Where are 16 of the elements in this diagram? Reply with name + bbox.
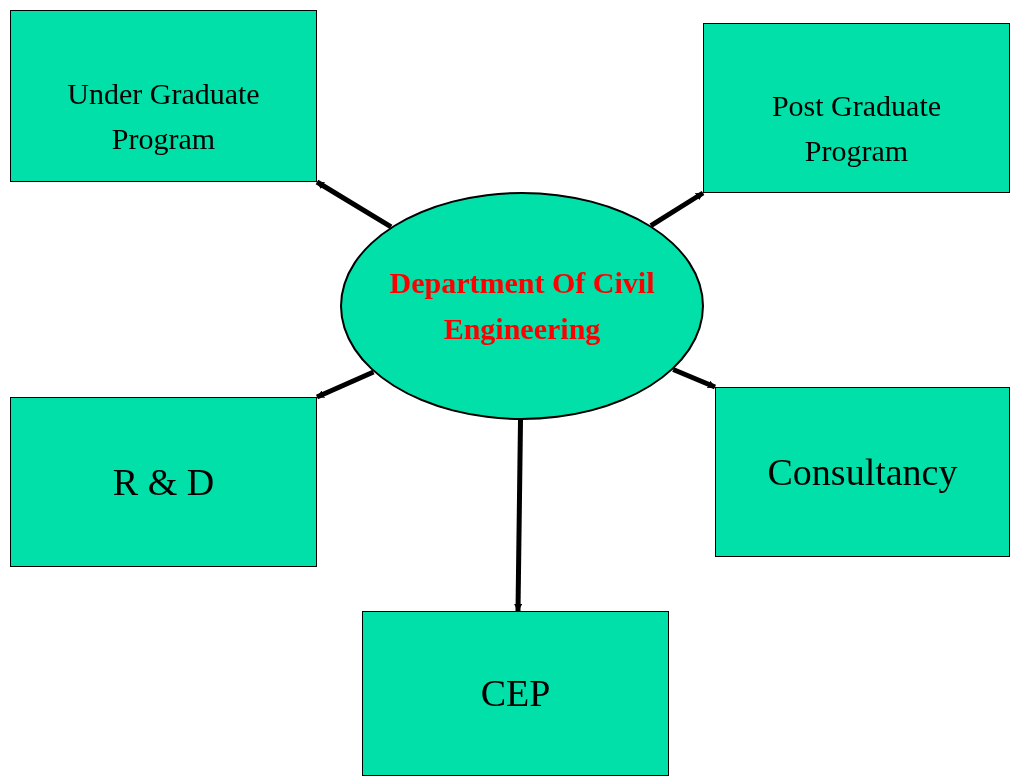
arrow xyxy=(649,190,705,228)
arrow xyxy=(514,419,523,612)
node-label: CEP xyxy=(480,671,551,716)
node-label: R & D xyxy=(112,459,215,505)
node-label: Department Of Civil Engineering xyxy=(388,265,656,347)
process-box xyxy=(715,387,1010,557)
arrow xyxy=(316,369,375,400)
process-box xyxy=(10,10,317,182)
process-box xyxy=(703,23,1010,193)
node-label: Under Graduate Program xyxy=(66,76,261,157)
node-label: Consultancy xyxy=(767,449,958,495)
node-label: Post Graduate Program xyxy=(770,88,943,169)
process-box xyxy=(362,611,669,776)
arrow xyxy=(672,367,716,390)
process-box xyxy=(10,397,317,567)
arrow xyxy=(315,179,393,229)
